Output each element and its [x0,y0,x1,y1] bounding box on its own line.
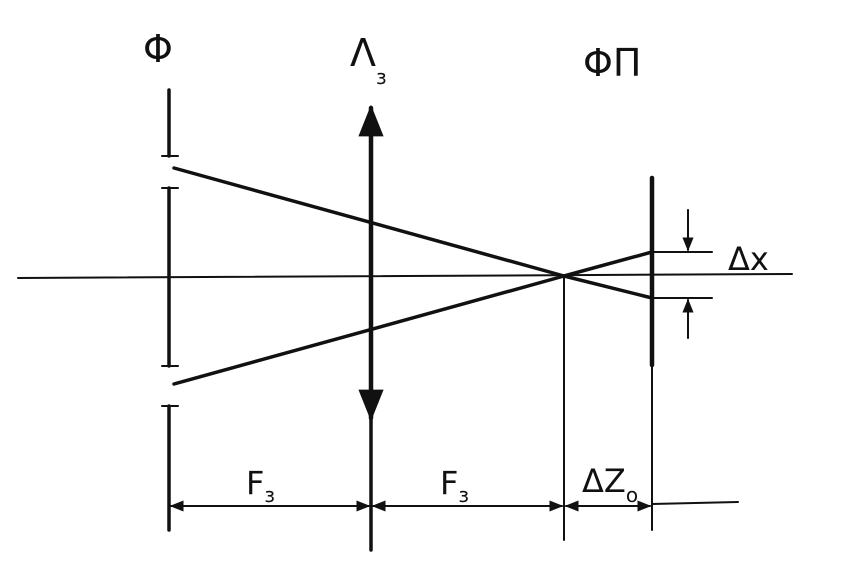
label-delta-z: ΔZo [582,462,638,507]
ray-lower [172,274,566,386]
aperture-diaphragm [161,88,179,532]
ray-diverge-up [562,250,654,278]
label-lens: Λз [350,31,387,89]
label-detector-plane: ΦΠ [583,41,641,85]
optical-axis [17,273,793,279]
dimension-line [169,500,739,512]
label-f1: Fз [246,464,275,507]
ray-diverge-down [562,274,654,300]
label-delta-x: Δx [728,240,769,278]
ray-upper [172,166,566,278]
dim-tail [651,501,739,505]
label-f2: Fз [440,464,469,507]
label-aperture: Φ [143,27,173,71]
